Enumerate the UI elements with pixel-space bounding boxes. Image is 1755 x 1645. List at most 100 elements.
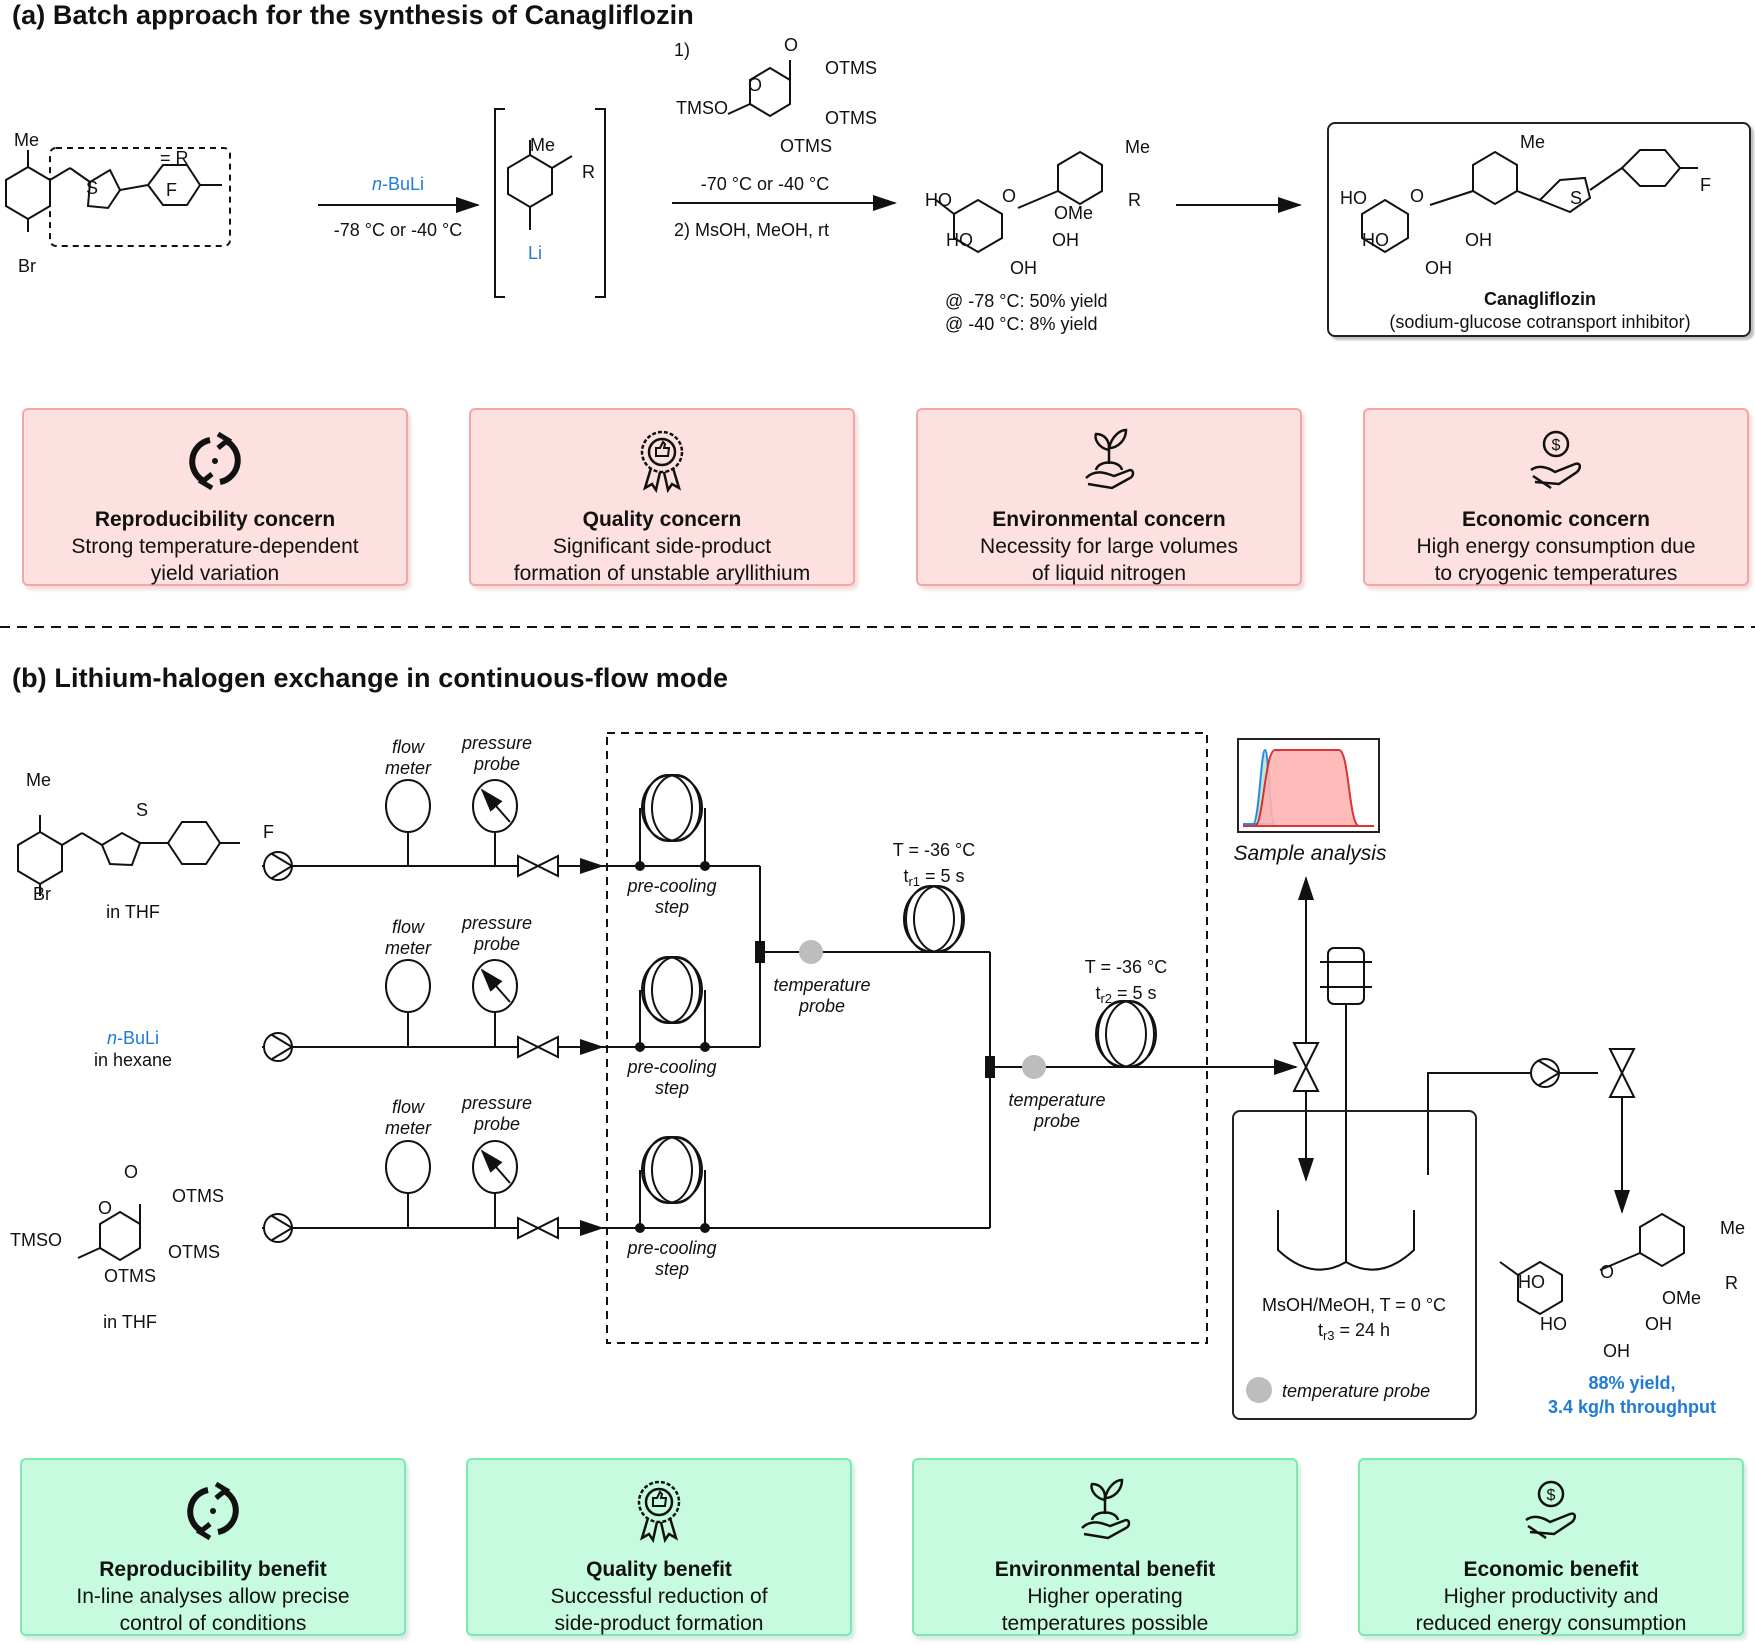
pressure-text: pressure bbox=[461, 733, 533, 753]
step2-conditions-1: -70 °C or -40 °C bbox=[700, 174, 830, 194]
feed2-solvent: in hexane bbox=[93, 1050, 173, 1070]
feed1-me: Me bbox=[26, 770, 52, 790]
probe-text: probe bbox=[473, 753, 521, 774]
reactor2-temp: T = -36 °C bbox=[1084, 957, 1168, 977]
product-s: S bbox=[1570, 188, 1583, 208]
tr-sub: r3 bbox=[1322, 1328, 1335, 1343]
pump-2 bbox=[263, 1032, 293, 1062]
yield-minus40: @ -40 °C: 8% yield bbox=[945, 314, 1098, 334]
reactor1-temp: T = -36 °C bbox=[892, 840, 976, 860]
tr-sub: r1 bbox=[908, 874, 921, 889]
valve-3 bbox=[517, 1217, 559, 1239]
product-b-r: R bbox=[1725, 1273, 1738, 1293]
intermediate-me: Me bbox=[530, 135, 556, 155]
tr-t: t bbox=[903, 866, 909, 886]
precooling-text: pre-cooling bbox=[627, 876, 717, 896]
pump-outlet bbox=[1530, 1058, 1560, 1088]
reproducibility-icon bbox=[187, 1481, 239, 1541]
product-name: Canagliflozin bbox=[1484, 289, 1596, 309]
reactor-coil-1 bbox=[903, 885, 965, 953]
benefit-title: Reproducibility benefit bbox=[99, 1558, 327, 1581]
step1-conditions: -78 °C or -40 °C bbox=[333, 220, 463, 240]
benefit-title: Environmental benefit bbox=[994, 1558, 1216, 1581]
glycoside-structure-a bbox=[935, 150, 1103, 254]
feed1-s: S bbox=[136, 800, 149, 820]
product-description: (sodium-glucose cotransport inhibitor) bbox=[1389, 312, 1691, 332]
lactone-structure-b bbox=[77, 1204, 141, 1262]
tr-value: = 5 s bbox=[920, 866, 965, 886]
temperature-text: temperature bbox=[773, 975, 871, 995]
product-b-ho-2: HO bbox=[1540, 1314, 1567, 1334]
stirrer-blades bbox=[1277, 1210, 1415, 1271]
product-b-oh-2: OH bbox=[1603, 1341, 1630, 1361]
feed1-structure bbox=[17, 815, 240, 896]
precool-coil-1 bbox=[641, 774, 703, 842]
precooling-text: pre-cooling bbox=[627, 1238, 717, 1258]
concern-card-quality: Quality concern Significant side-product… bbox=[469, 408, 855, 586]
product-ho-1: HO bbox=[1340, 188, 1367, 208]
benefit-title: Quality benefit bbox=[586, 1558, 732, 1581]
flow-meter-1 bbox=[385, 779, 431, 833]
feed2-reagent-n: n bbox=[106, 1028, 117, 1048]
temp-probe-legend: temperature probe bbox=[1282, 1381, 1431, 1401]
cooling-bath-boundary bbox=[606, 732, 1208, 1344]
step1-reagent: n-BuLi bbox=[372, 174, 424, 195]
concern-title: Economic concern bbox=[1462, 508, 1650, 531]
money-hand-icon: $ bbox=[1525, 1480, 1576, 1540]
product-oh-2: OH bbox=[1425, 258, 1452, 278]
valve-outlet bbox=[1609, 1048, 1635, 1098]
plant-hand-icon bbox=[1081, 1478, 1131, 1540]
product-structure-b bbox=[1499, 1212, 1685, 1316]
quench-conditions: MsOH/MeOH, T = 0 °C bbox=[1261, 1295, 1447, 1315]
concern-line-2: yield variation bbox=[150, 562, 280, 585]
pressure-probe-2 bbox=[472, 959, 518, 1013]
glycoside-me: Me bbox=[1125, 137, 1151, 157]
temperature-probe-1 bbox=[799, 940, 823, 964]
concern-title: Environmental concern bbox=[992, 508, 1226, 531]
probe-text: probe bbox=[473, 1113, 521, 1134]
temperature-probe-legend-dot bbox=[1246, 1377, 1272, 1403]
lactone-structure-a bbox=[727, 60, 791, 118]
lactone-otms-2: OTMS bbox=[825, 108, 877, 128]
product-b-o: O bbox=[1600, 1262, 1615, 1282]
reactor-coil-2 bbox=[1095, 1000, 1157, 1068]
product-b-ome: OMe bbox=[1662, 1288, 1702, 1308]
meter-text: meter bbox=[384, 937, 432, 958]
lactone-ring-o: O bbox=[748, 75, 763, 95]
tr-sub: r2 bbox=[1100, 991, 1113, 1006]
benefit-card-environmental: Environmental benefit Higher operating t… bbox=[912, 1458, 1298, 1636]
glycoside-r: R bbox=[1128, 190, 1141, 210]
money-hand-icon: $ bbox=[1530, 430, 1581, 490]
step2-label-1: 1) bbox=[674, 40, 691, 60]
valve-reactor-inlet bbox=[1293, 1042, 1319, 1092]
intermediate-r: R bbox=[582, 162, 595, 182]
tr-value: = 5 s bbox=[1112, 983, 1157, 1003]
section-b-title: (b) Lithium-halogen exchange in continuo… bbox=[12, 663, 729, 693]
product-o: O bbox=[1410, 186, 1425, 206]
benefit-line-1: Successful reduction of bbox=[550, 1585, 768, 1608]
probe-text: probe bbox=[1033, 1110, 1081, 1131]
feed3-o: O bbox=[124, 1162, 139, 1182]
concern-line-1: High energy consumption due bbox=[1416, 535, 1696, 558]
glycoside-ho-1: HO bbox=[925, 190, 952, 210]
benefit-line-2: temperatures possible bbox=[1001, 1612, 1209, 1635]
reactor1-residence-time: tr1 = 5 s bbox=[903, 866, 964, 890]
quality-award-icon bbox=[640, 430, 684, 494]
benefit-line-2: control of conditions bbox=[119, 1612, 307, 1635]
pump-3 bbox=[263, 1213, 293, 1243]
feed3-ring-o: O bbox=[98, 1198, 113, 1218]
concern-title: Reproducibility concern bbox=[94, 508, 336, 531]
quench-reactor bbox=[1232, 1110, 1477, 1420]
benefit-card-economic: $ Economic benefit Higher productivity a… bbox=[1358, 1458, 1744, 1636]
lactone-otms-1: OTMS bbox=[825, 58, 877, 78]
concern-line-2: of liquid nitrogen bbox=[1031, 562, 1187, 585]
benefit-line-1: Higher productivity and bbox=[1443, 1585, 1659, 1608]
section-a-title: (a) Batch approach for the synthesis of … bbox=[12, 0, 694, 30]
reproducibility-icon bbox=[189, 431, 241, 491]
product-throughput: 3.4 kg/h throughput bbox=[1548, 1397, 1716, 1417]
lactone-tmso: TMSO bbox=[676, 98, 728, 118]
meter-text: meter bbox=[384, 757, 432, 778]
